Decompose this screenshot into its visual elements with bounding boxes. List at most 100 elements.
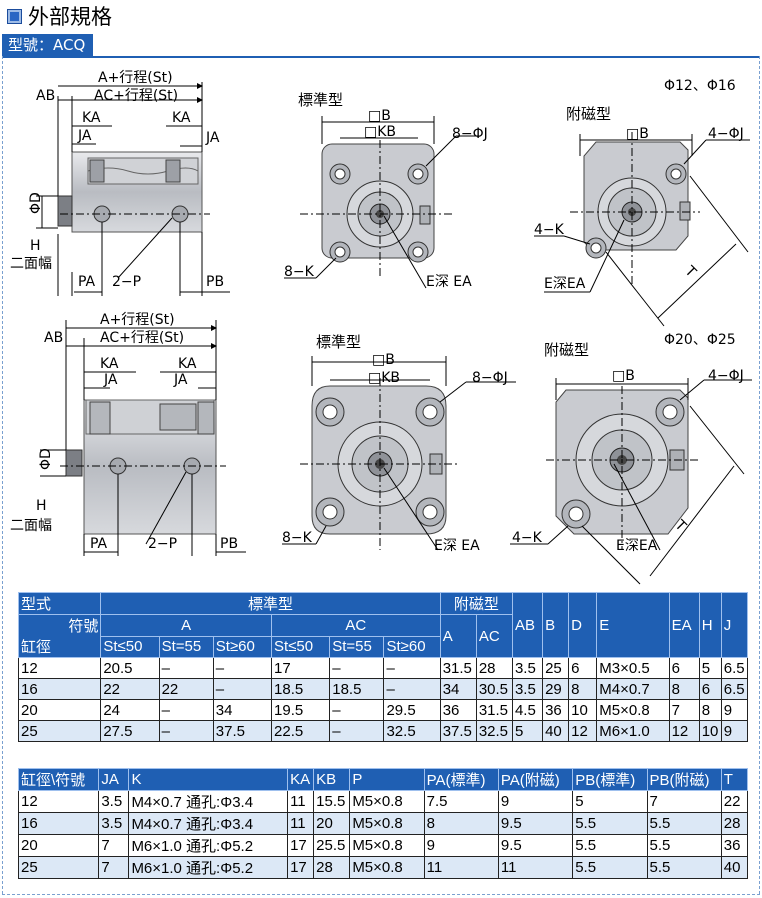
cell: 15.5 bbox=[313, 790, 351, 813]
cell: 36 bbox=[720, 834, 749, 857]
cell: 10 bbox=[698, 720, 722, 742]
cell: M3×0.5 bbox=[596, 657, 670, 679]
cell: 25.5 bbox=[313, 834, 351, 857]
spec-table-1: 型式 標準型 附磁型 AB B D E EA H J 符號 A AC A AC … bbox=[17, 592, 749, 742]
cell: 20 bbox=[313, 812, 351, 835]
cell: 11 bbox=[423, 856, 499, 879]
cell: 10 bbox=[568, 699, 598, 721]
header-bore: 缸徑 bbox=[17, 636, 102, 658]
cell: 17 bbox=[271, 657, 331, 679]
cell: 9.5 bbox=[497, 812, 574, 835]
cell: 32.5 bbox=[383, 720, 441, 742]
header-cell: PB(標準) bbox=[572, 768, 648, 791]
header-st: St≥60 bbox=[383, 635, 441, 658]
label-bore-small: Φ12、Φ16 bbox=[664, 78, 736, 94]
cell: M5×0.8 bbox=[349, 856, 425, 879]
cell: 7.5 bbox=[423, 790, 499, 813]
label-pa: PA bbox=[90, 536, 108, 552]
header-cell: JA bbox=[98, 768, 130, 791]
cell: 5 bbox=[572, 790, 648, 813]
front-view-magnetic-small bbox=[534, 132, 750, 327]
label-ac-stroke: AC+行程(St) bbox=[100, 330, 185, 346]
cell: 20 bbox=[17, 699, 102, 721]
cell: 4.5 bbox=[511, 699, 544, 721]
cell: 16 bbox=[17, 812, 100, 835]
header-mag-ac: AC bbox=[475, 614, 513, 658]
label-pa: PA bbox=[78, 274, 96, 290]
cell: 28 bbox=[475, 657, 513, 679]
header-magnetic: 附磁型 bbox=[439, 592, 513, 615]
label-h: H bbox=[30, 238, 41, 254]
cell: 30.5 bbox=[475, 678, 513, 700]
label-e-depth: E深EA bbox=[544, 276, 586, 292]
label-e-depth: E深 EA bbox=[426, 274, 472, 290]
label-sq-kb: □KB bbox=[364, 124, 397, 140]
cell: M5×0.8 bbox=[349, 834, 425, 857]
cell: 24 bbox=[100, 699, 160, 721]
cell: – bbox=[383, 678, 441, 700]
cell: 22 bbox=[100, 678, 160, 700]
label-ab: AB bbox=[36, 88, 56, 104]
cell: M5×0.8 bbox=[596, 699, 670, 721]
cell: – bbox=[329, 657, 385, 679]
label-8-phi-j: 8−ΦJ bbox=[452, 126, 488, 142]
header-ab: AB bbox=[511, 592, 544, 658]
cell: M5×0.8 bbox=[349, 790, 425, 813]
label-sq-b: □B bbox=[368, 108, 391, 124]
label-8-phi-j: 8−ΦJ bbox=[472, 370, 508, 386]
header-standard: 標準型 bbox=[100, 592, 441, 615]
content-frame bbox=[2, 56, 760, 894]
model-label: 型號：ACQ bbox=[2, 34, 94, 56]
cell: 36 bbox=[439, 699, 477, 721]
label-bore-large: Φ20、Φ25 bbox=[664, 332, 736, 348]
cell: – bbox=[383, 657, 441, 679]
header-cell: PA(標準) bbox=[423, 768, 499, 791]
header-st: St≥60 bbox=[212, 635, 273, 658]
label-magnetic: 附磁型 bbox=[544, 341, 590, 359]
cell: 28 bbox=[720, 812, 749, 835]
label-2-p: 2−P bbox=[112, 274, 142, 290]
header-j: J bbox=[720, 592, 749, 658]
cell: 6 bbox=[698, 678, 722, 700]
cell: – bbox=[212, 657, 273, 679]
label-2-p: 2−P bbox=[148, 536, 178, 552]
label-phi-d: ΦD bbox=[38, 448, 54, 470]
header-e: E bbox=[596, 592, 670, 658]
cell: M5×0.8 bbox=[349, 812, 425, 835]
header-a: A bbox=[100, 614, 273, 637]
label-ac-stroke: AC+行程(St) bbox=[94, 88, 179, 104]
label-ja: JA bbox=[104, 372, 118, 388]
cell: 11 bbox=[497, 856, 574, 879]
cell: 11 bbox=[287, 790, 315, 813]
label-ka: KA bbox=[178, 356, 197, 372]
label-e-depth: E深 EA bbox=[434, 538, 480, 554]
table1-header-row: 符號 A AC A AC bbox=[17, 614, 748, 658]
cell: 12 bbox=[568, 720, 598, 742]
table1-header-row: 缸徑 St≤50 St=55 St≥60 St≤50 St=55 St≥60 bbox=[17, 635, 748, 658]
header-d: D bbox=[568, 592, 598, 658]
cell: 18.5 bbox=[329, 678, 385, 700]
cell: 25 bbox=[17, 720, 102, 742]
square-bullet-icon bbox=[7, 8, 22, 24]
cell: M6×1.0 bbox=[596, 720, 670, 742]
cell: M4×0.7 bbox=[596, 678, 670, 700]
cell: 6 bbox=[668, 657, 700, 679]
cell: 12 bbox=[668, 720, 700, 742]
label-a-stroke: A+行程(St) bbox=[98, 70, 173, 86]
cell: 32.5 bbox=[475, 720, 513, 742]
header-h: H bbox=[698, 592, 722, 658]
header-cell: KB bbox=[313, 768, 351, 791]
cell: 3.5 bbox=[98, 790, 130, 813]
cell: M6×1.0 通孔:Φ5.2 bbox=[128, 856, 289, 879]
cell: – bbox=[158, 657, 214, 679]
label-4-k: 4−K bbox=[534, 222, 564, 238]
cell: 40 bbox=[720, 856, 749, 879]
cell: 37.5 bbox=[439, 720, 477, 742]
cell: 5 bbox=[698, 657, 722, 679]
